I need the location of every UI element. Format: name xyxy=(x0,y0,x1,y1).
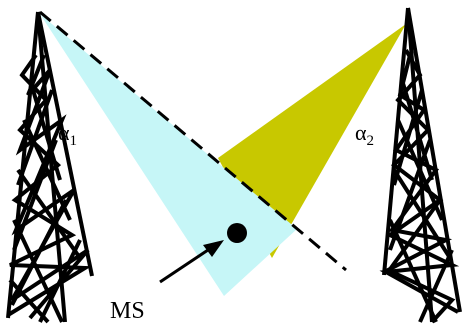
angle-alpha-1-symbol: α xyxy=(58,120,70,145)
right-tower-icon xyxy=(379,7,462,324)
left-tower-icon xyxy=(6,11,94,324)
angle-alpha-1-label: α1 xyxy=(58,120,77,149)
mobile-station-label: MS xyxy=(110,298,145,324)
angle-alpha-2-label: α2 xyxy=(355,120,374,149)
line-of-sight-dashed xyxy=(39,10,347,272)
right-beam-sector xyxy=(218,24,406,258)
angle-alpha-2-symbol: α xyxy=(355,120,367,145)
angle-alpha-2-subscript: 2 xyxy=(367,133,375,149)
arrow-icon xyxy=(159,240,224,284)
mobile-station-dot xyxy=(227,223,247,243)
angle-alpha-1-subscript: 1 xyxy=(70,133,78,149)
